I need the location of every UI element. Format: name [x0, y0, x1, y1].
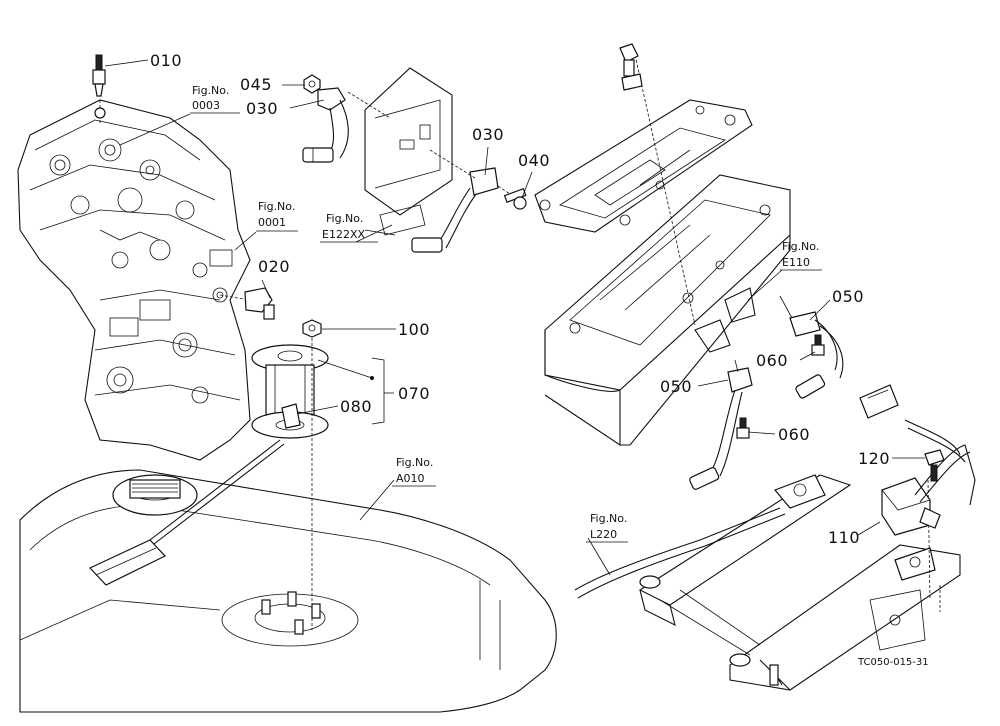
callout-070: 070	[398, 384, 430, 403]
fig-ref-a010[interactable]: Fig.No. A010	[392, 456, 436, 487]
fig-ref-0003[interactable]: Fig.No. 0003	[190, 84, 240, 114]
callout-080: 080	[340, 397, 372, 416]
fig-ref-number: E110	[782, 256, 810, 269]
part-030-sensor-lower[interactable]	[411, 149, 499, 253]
part-070-fuel-gauge[interactable]	[251, 338, 329, 630]
fig-ref-l220[interactable]: Fig.No. L220	[586, 512, 628, 543]
gauge-float-arm	[88, 439, 285, 586]
callout-110: 110	[828, 528, 860, 547]
fig-ref-label: Fig.No.	[192, 84, 229, 97]
fig-ref-label: Fig.No.	[782, 240, 819, 253]
part-120-bolt[interactable]	[924, 449, 945, 482]
callout-060-lower: 060	[778, 425, 810, 444]
fig-ref-e122xx[interactable]: Fig.No. E122XX	[320, 212, 378, 243]
seat-plate-upper-drawing	[534, 99, 753, 233]
part-045-nut[interactable]	[303, 74, 321, 94]
callout-010: 010	[150, 51, 182, 70]
callout-020: 020	[258, 257, 290, 276]
fig-ref-number: L220	[590, 528, 617, 541]
drawing-code: TC050-015-31	[857, 657, 929, 668]
callout-040: 040	[518, 151, 550, 170]
seat-frame-drawing	[574, 474, 961, 691]
fig-ref-0001[interactable]: Fig.No. 0001	[256, 200, 298, 232]
part-020-switch[interactable]	[219, 287, 275, 320]
part-010-sensor[interactable]	[92, 54, 106, 125]
part-110-seat-switch[interactable]	[859, 384, 976, 536]
callout-030-upper: 030	[246, 99, 278, 118]
part-060-bolt-lower[interactable]	[736, 417, 750, 439]
part-040-bolt[interactable]	[497, 185, 527, 210]
callout-030-lower: 030	[472, 125, 504, 144]
fig-ref-number: 0003	[192, 99, 220, 112]
bracket-e122xx-drawing	[364, 67, 453, 236]
part-030-sensor-upper[interactable]	[302, 87, 391, 163]
part-080-gauge-float	[281, 403, 301, 429]
fig-ref-number: 0001	[258, 216, 286, 229]
fuel-tank-drawing	[19, 469, 557, 713]
part-050-sensor-lower[interactable]	[689, 359, 753, 490]
fig-ref-number: A010	[396, 472, 425, 485]
fig-ref-label: Fig.No.	[258, 200, 295, 213]
fig-ref-label: Fig.No.	[590, 512, 627, 525]
engine-block-drawing	[17, 99, 251, 461]
fig-ref-label: Fig.No.	[396, 456, 433, 469]
leader-lines	[104, 59, 925, 576]
part-100-nut[interactable]	[302, 319, 322, 338]
callout-100: 100	[398, 320, 430, 339]
callout-050-upper: 050	[832, 287, 864, 306]
fig-ref-number: E122XX	[322, 228, 365, 241]
part-050-sensor-upper[interactable]	[779, 295, 844, 399]
callout-045: 045	[240, 75, 272, 94]
callout-060-upper: 060	[756, 351, 788, 370]
callout-120: 120	[858, 449, 890, 468]
part-060-bolt-upper[interactable]	[811, 334, 825, 356]
callout-050-lower: 050	[660, 377, 692, 396]
fig-ref-e110[interactable]: Fig.No. E110	[780, 240, 822, 271]
seat-bolt-top	[619, 43, 643, 91]
seat-plate-lower-drawing	[544, 54, 791, 447]
fig-ref-label: Fig.No.	[326, 212, 363, 225]
